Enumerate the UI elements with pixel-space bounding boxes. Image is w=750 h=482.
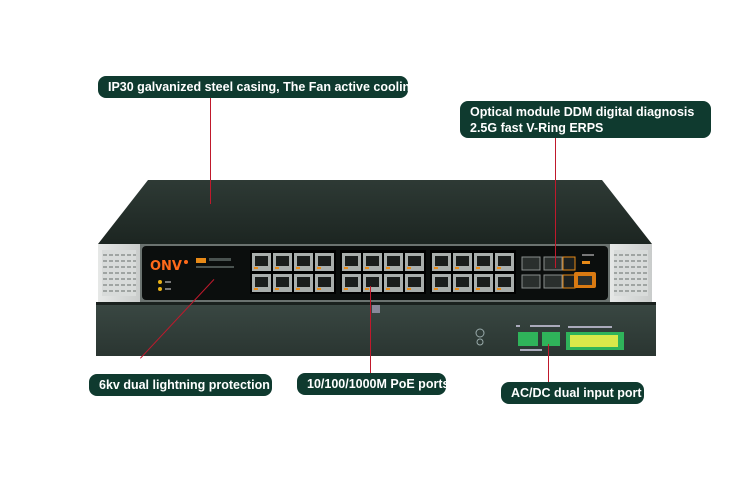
ac-terminal-icon [518, 332, 538, 346]
callout-optical-line1: Optical module DDM digital diagnosis [470, 104, 695, 119]
callout-casing: IP30 galvanized steel casing, The Fan ac… [98, 76, 418, 98]
rj45-ports [252, 253, 514, 292]
callout-power-input-text: AC/DC dual input port [511, 386, 642, 400]
callout-poe-ports-text: 10/100/1000M PoE ports [307, 377, 450, 391]
status-led [158, 280, 162, 284]
chassis-top [98, 180, 652, 244]
callout-power-input: AC/DC dual input port [501, 382, 644, 404]
callout-optical-line2: 2.5G fast V-Ring ERPS [470, 120, 604, 135]
model-badge-icon [196, 258, 206, 263]
brand-logo: ONV [150, 259, 182, 274]
ground-terminal-icon [475, 328, 485, 338]
leader-line-casing [210, 96, 211, 204]
callout-poe-ports: 10/100/1000M PoE ports [297, 373, 450, 395]
leader-line-optical [555, 136, 556, 268]
callout-optical: Optical module DDM digital diagnosis 2.5… [460, 101, 711, 138]
leader-line-power [548, 344, 549, 382]
sfp-slots [521, 256, 576, 289]
callout-lightning: 6kv dual lightning protection [89, 374, 272, 396]
leader-line-poe [370, 286, 371, 374]
callout-lightning-text: 6kv dual lightning protection [99, 378, 270, 392]
callout-casing-text: IP30 galvanized steel casing, The Fan ac… [108, 80, 418, 94]
